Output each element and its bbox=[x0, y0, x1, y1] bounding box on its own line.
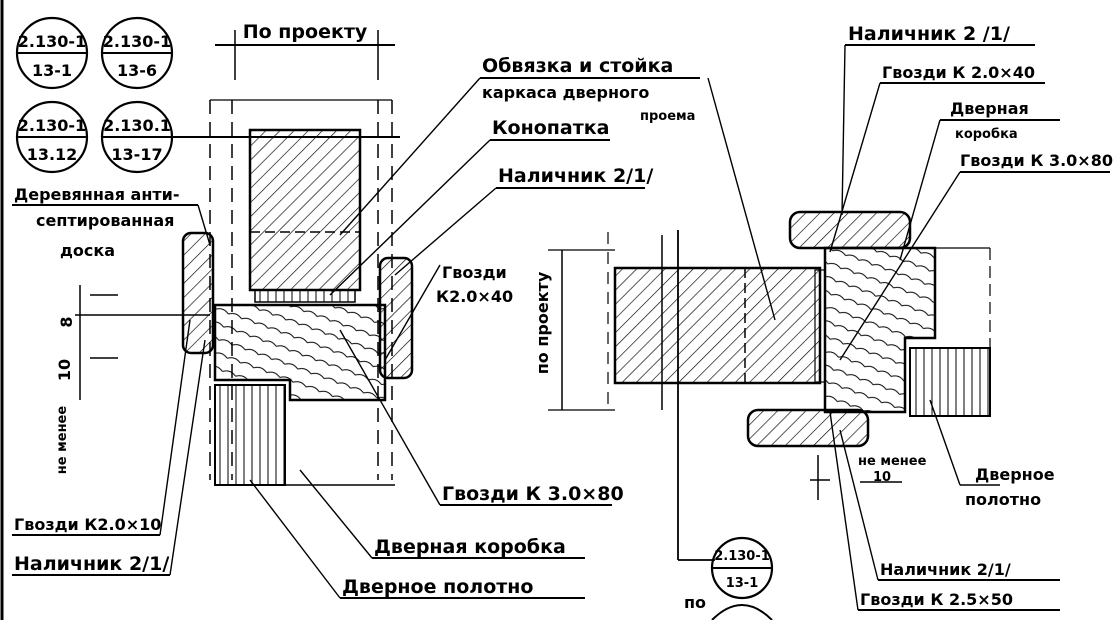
left-nalichnik-left-label: Наличник 2/1/ bbox=[14, 553, 169, 575]
ref-circle-3-top: 2.130-1 bbox=[18, 116, 86, 135]
right-door-leaf bbox=[909, 347, 991, 417]
ref-circle-2-bottom: 13-6 bbox=[117, 61, 157, 80]
right-stud bbox=[613, 266, 822, 385]
right-polotno-line2: полотно bbox=[965, 490, 1041, 509]
ref-circle-1: 2.130-1 13-1 bbox=[15, 16, 89, 90]
ref-circle-2-top: 2.130-1 bbox=[103, 32, 171, 51]
ref-circle-4: 2.130.1 13-17 bbox=[100, 100, 174, 174]
ref-circle-4-bottom: 13-17 bbox=[111, 145, 162, 164]
ref-circle-1-top: 2.130-1 bbox=[18, 32, 86, 51]
left-obvyazka-line2: каркаса дверного bbox=[482, 83, 649, 102]
left-gvozdi-top-line1: Гвозди bbox=[442, 263, 507, 282]
left-polotno-label: Дверное полотно bbox=[342, 576, 533, 598]
left-stud bbox=[248, 128, 362, 292]
ref-circle-5-bottom: 13-1 bbox=[726, 576, 759, 591]
left-door-leaf bbox=[214, 384, 286, 486]
left-korobka-label: Дверная коробка bbox=[374, 536, 566, 558]
left-ne-menee: не менее bbox=[55, 406, 70, 475]
left-nalichnik-top-label: Наличник 2/1/ bbox=[498, 165, 653, 187]
left-doska-line2: септированная bbox=[36, 211, 174, 230]
ref-circle-1-bottom: 13-1 bbox=[32, 61, 72, 80]
left-casing-left bbox=[181, 231, 215, 355]
right-po-bottom: по bbox=[684, 593, 706, 612]
right-casing-bottom bbox=[746, 408, 870, 448]
left-dim-8: 8 bbox=[57, 316, 76, 327]
ref-circle-2: 2.130-1 13-6 bbox=[100, 16, 174, 90]
right-polotno-line1: Дверное bbox=[975, 465, 1055, 484]
left-obvyazka-line1: Обвязка и стойка bbox=[482, 55, 673, 77]
right-detail: по проекту bbox=[533, 23, 1113, 620]
right-korobka-line2: коробка bbox=[955, 127, 1018, 142]
left-dim-10: 10 bbox=[55, 359, 74, 381]
ref-circle-5: 2.130-1 13-1 bbox=[710, 536, 774, 600]
right-nalichnik-top-label: Наличник 2 /1/ bbox=[848, 23, 1010, 45]
left-konopatka-label: Конопатка bbox=[492, 117, 609, 139]
right-konopatka bbox=[814, 269, 826, 383]
right-dim-10: 10 bbox=[873, 470, 891, 485]
left-konopatka bbox=[254, 289, 356, 303]
left-po-proektu: По проекту bbox=[243, 21, 368, 43]
right-gvozdi-2-label: Гвозди К 3.0×80 bbox=[960, 151, 1113, 170]
right-po-proektu: по проекту bbox=[533, 271, 552, 374]
right-korobka-line1: Дверная bbox=[950, 99, 1029, 118]
left-doska-line1: Деревянная анти- bbox=[14, 185, 180, 204]
ref-circle-3-bottom: 13.12 bbox=[27, 145, 78, 164]
right-nalichnik-bottom-label: Наличник 2/1/ bbox=[880, 560, 1011, 579]
right-casing-top bbox=[788, 210, 912, 250]
left-gvozdi-bottom-label: Гвозди К 3.0×80 bbox=[442, 483, 624, 505]
ref-circle-5-top: 2.130-1 bbox=[714, 549, 770, 564]
right-gvozdi-3-label: Гвозди К 2.5×50 bbox=[860, 590, 1013, 609]
right-ne-menee: не менее bbox=[858, 454, 927, 469]
left-doska-line3: доска bbox=[60, 241, 115, 260]
left-gvozdi-top-line2: К2.0×40 bbox=[436, 287, 513, 306]
ref-circle-3: 2.130-1 13.12 bbox=[15, 100, 89, 174]
left-obvyazka-line3: проема bbox=[640, 109, 695, 124]
right-gvozdi-1-label: Гвозди К 2.0×40 bbox=[882, 63, 1035, 82]
left-gvozdi-left-label: Гвозди К2.0×10 bbox=[14, 515, 161, 534]
ref-circle-4-top: 2.130.1 bbox=[103, 116, 171, 135]
left-detail: По проекту 8 10 не менее bbox=[12, 21, 700, 599]
left-casing-right bbox=[378, 256, 414, 380]
